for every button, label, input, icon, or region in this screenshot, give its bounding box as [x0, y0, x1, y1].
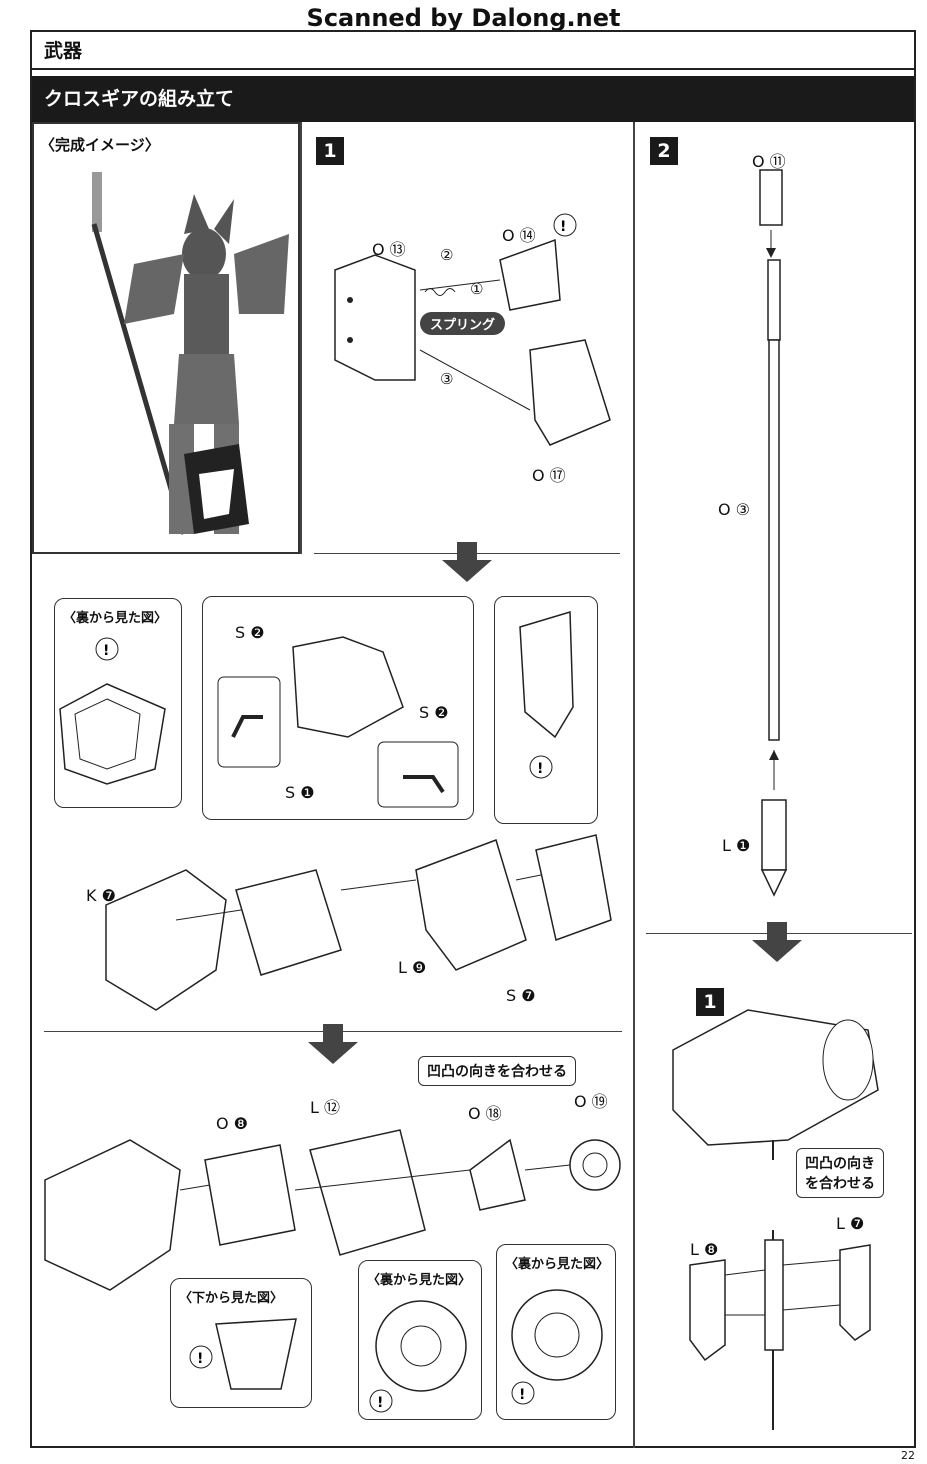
part-label-o18: O ⑱: [468, 1104, 502, 1123]
part-label-l8: L ❽: [690, 1240, 719, 1259]
flow-arrow-1: [442, 542, 492, 582]
order-mark-2: ②: [440, 246, 454, 264]
step3-assembled-diagram: [672, 1009, 879, 1160]
page-frame: [30, 30, 916, 1448]
caution-icon: [553, 213, 577, 237]
step2-rod-diagram: [759, 169, 788, 897]
bottom-view-callout: 〈下から見た図〉 !: [170, 1278, 312, 1408]
assembly-callout: S ❷ S ❷ S ❶: [202, 596, 474, 820]
middle-assembly-diagram: [105, 834, 612, 1011]
part-label-o3: O ③: [718, 500, 751, 519]
part-label-s7: S ❼: [506, 986, 536, 1005]
step-number-2: 2: [650, 137, 678, 165]
align-note-1: 凹凸の向きを合わせる: [418, 1056, 576, 1086]
bottom-view-diagram: !: [189, 1318, 297, 1390]
side-panel-callout: !: [494, 596, 598, 824]
order-mark-1: ①: [470, 280, 484, 298]
svg-text:!: !: [377, 1395, 383, 1411]
svg-text:!: !: [197, 1351, 203, 1367]
part-label-o8: O ❽: [216, 1114, 249, 1133]
svg-text:!: !: [537, 761, 543, 777]
divider-h-step1: [314, 553, 620, 554]
side-panel-diagram: !: [519, 611, 574, 779]
divider-v2: [633, 122, 635, 1448]
part-label-s2b: S ❷: [419, 703, 449, 722]
step-number-3: 1: [696, 988, 724, 1016]
align-note-2-line1: 凹凸の向き: [805, 1156, 875, 1172]
flow-arrow-3: [752, 922, 802, 962]
step1-diagram: !: [334, 213, 611, 446]
part-label-o19: O ⑲: [574, 1092, 608, 1111]
watermark: Scanned by Dalong.net: [306, 4, 621, 32]
align-note-2-line2: を合わせる: [805, 1176, 875, 1192]
align-note-2: 凹凸の向き を合わせる: [796, 1148, 884, 1198]
back-view-callout-3: 〈裏から見た図〉 !: [496, 1244, 616, 1420]
back-view-ring-diagram-2: !: [511, 1289, 603, 1405]
step-number-1: 1: [316, 137, 344, 165]
part-label-o11: O ⑪: [752, 152, 786, 171]
completed-image-panel: 〈完成イメージ〉: [32, 122, 300, 554]
part-label-s1: S ❶: [285, 783, 315, 802]
back-view-hex-diagram: !: [59, 637, 166, 785]
back-view-caption-1: 〈裏から見た図〉: [63, 611, 168, 626]
part-label-s2a: S ❷: [235, 623, 265, 642]
completed-figure-illustration: [91, 172, 289, 535]
divider-v1: [300, 122, 302, 554]
part-label-o14: O ⑭: [502, 226, 536, 245]
svg-text:!: !: [103, 643, 109, 659]
part-label-l1: L ❶: [722, 836, 751, 855]
part-label-l12: L ⑫: [310, 1098, 341, 1117]
spring-label: スプリング: [420, 312, 506, 335]
grip-assembly-diagram: [689, 1230, 871, 1430]
part-label-l7: L ❼: [836, 1214, 865, 1233]
bottom-view-caption: 〈下から見た図〉: [179, 1291, 284, 1306]
page-number: 22: [901, 1449, 915, 1462]
back-view-callout-2: 〈裏から見た図〉 !: [358, 1260, 482, 1420]
part-label-l9: L ❾: [398, 958, 427, 977]
svg-text:!: !: [560, 219, 566, 235]
svg-text:!: !: [519, 1387, 525, 1403]
back-view-caption-2: 〈裏から見た図〉: [367, 1273, 472, 1288]
back-view-caption-3: 〈裏から見た図〉: [505, 1257, 610, 1272]
flow-arrow-2: [308, 1024, 358, 1064]
completed-image-caption: 〈完成イメージ〉: [40, 136, 160, 154]
divider-h-mid: [44, 1031, 622, 1032]
back-view-ring-diagram-1: !: [369, 1300, 467, 1413]
bottom-assembly-diagram: [44, 1129, 621, 1291]
part-label-o17: O ⑰: [532, 466, 566, 485]
order-mark-3: ③: [440, 370, 454, 388]
part-label-k7: K ❼: [86, 886, 116, 905]
section-title: 武器: [32, 32, 914, 70]
part-label-o13: O ⑬: [372, 240, 406, 259]
back-view-callout-1: 〈裏から見た図〉 !: [54, 598, 182, 808]
subsection-title: クロスギアの組み立て: [32, 76, 914, 122]
s-parts-diagram: [217, 636, 459, 808]
